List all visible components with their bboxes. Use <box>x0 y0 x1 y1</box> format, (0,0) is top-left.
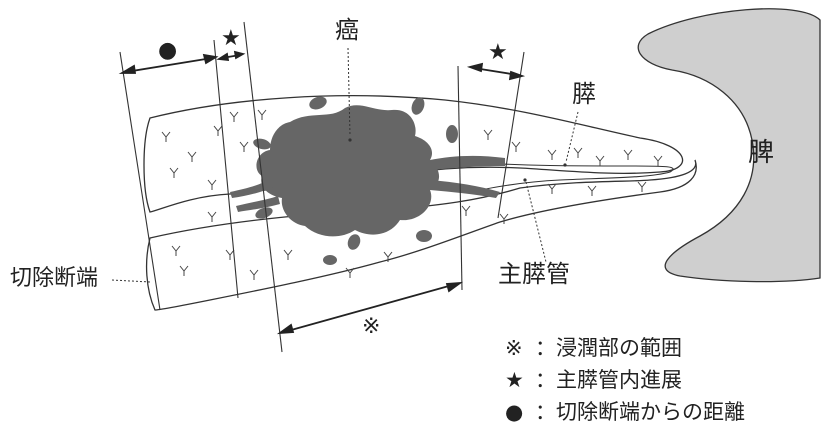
pancreas-label: 膵 <box>572 80 596 108</box>
legend-symbol: ● <box>505 400 524 424</box>
resection-margin-label: 切除断端 <box>10 266 99 291</box>
main-duct-label: 主膵管 <box>498 260 570 288</box>
legend-item-invasion: ※ ：浸潤部の範囲 <box>505 338 682 359</box>
legend-symbol: ★ <box>505 368 524 392</box>
legend-text: ：浸潤部の範囲 <box>535 336 682 360</box>
leader-dots <box>348 138 567 182</box>
acinar-symbols <box>161 109 663 280</box>
main-duct <box>469 161 674 193</box>
satellite-nodules <box>253 96 458 265</box>
tumor-extension-right <box>430 155 505 170</box>
leader-lines <box>111 47 579 283</box>
legend-text: ：切除断端からの距離 <box>535 400 745 424</box>
cancer-label: 癌 <box>335 16 359 44</box>
dimension-arrows <box>118 50 526 335</box>
spleen-label: 脾 <box>748 138 775 168</box>
spleen <box>637 8 821 283</box>
star-marker-left: ★ <box>221 26 241 51</box>
dot-marker: ● <box>158 38 178 63</box>
tumor <box>256 105 440 237</box>
legend-item-duct-extension: ★ ：主膵管内進展 <box>505 370 682 391</box>
invasion-marker: ※ <box>362 314 381 339</box>
tumor-extension-left-lower <box>236 196 280 212</box>
tumor-extension-left <box>230 178 276 198</box>
boundary-lines <box>119 21 525 353</box>
star-marker-right: ★ <box>488 40 508 65</box>
tumor-extension-right-lower <box>430 180 500 198</box>
legend-text: ：主膵管内進展 <box>535 368 682 392</box>
legend-symbol: ※ <box>505 336 523 360</box>
legend-item-margin-distance: ● ：切除断端からの距離 <box>505 402 745 423</box>
